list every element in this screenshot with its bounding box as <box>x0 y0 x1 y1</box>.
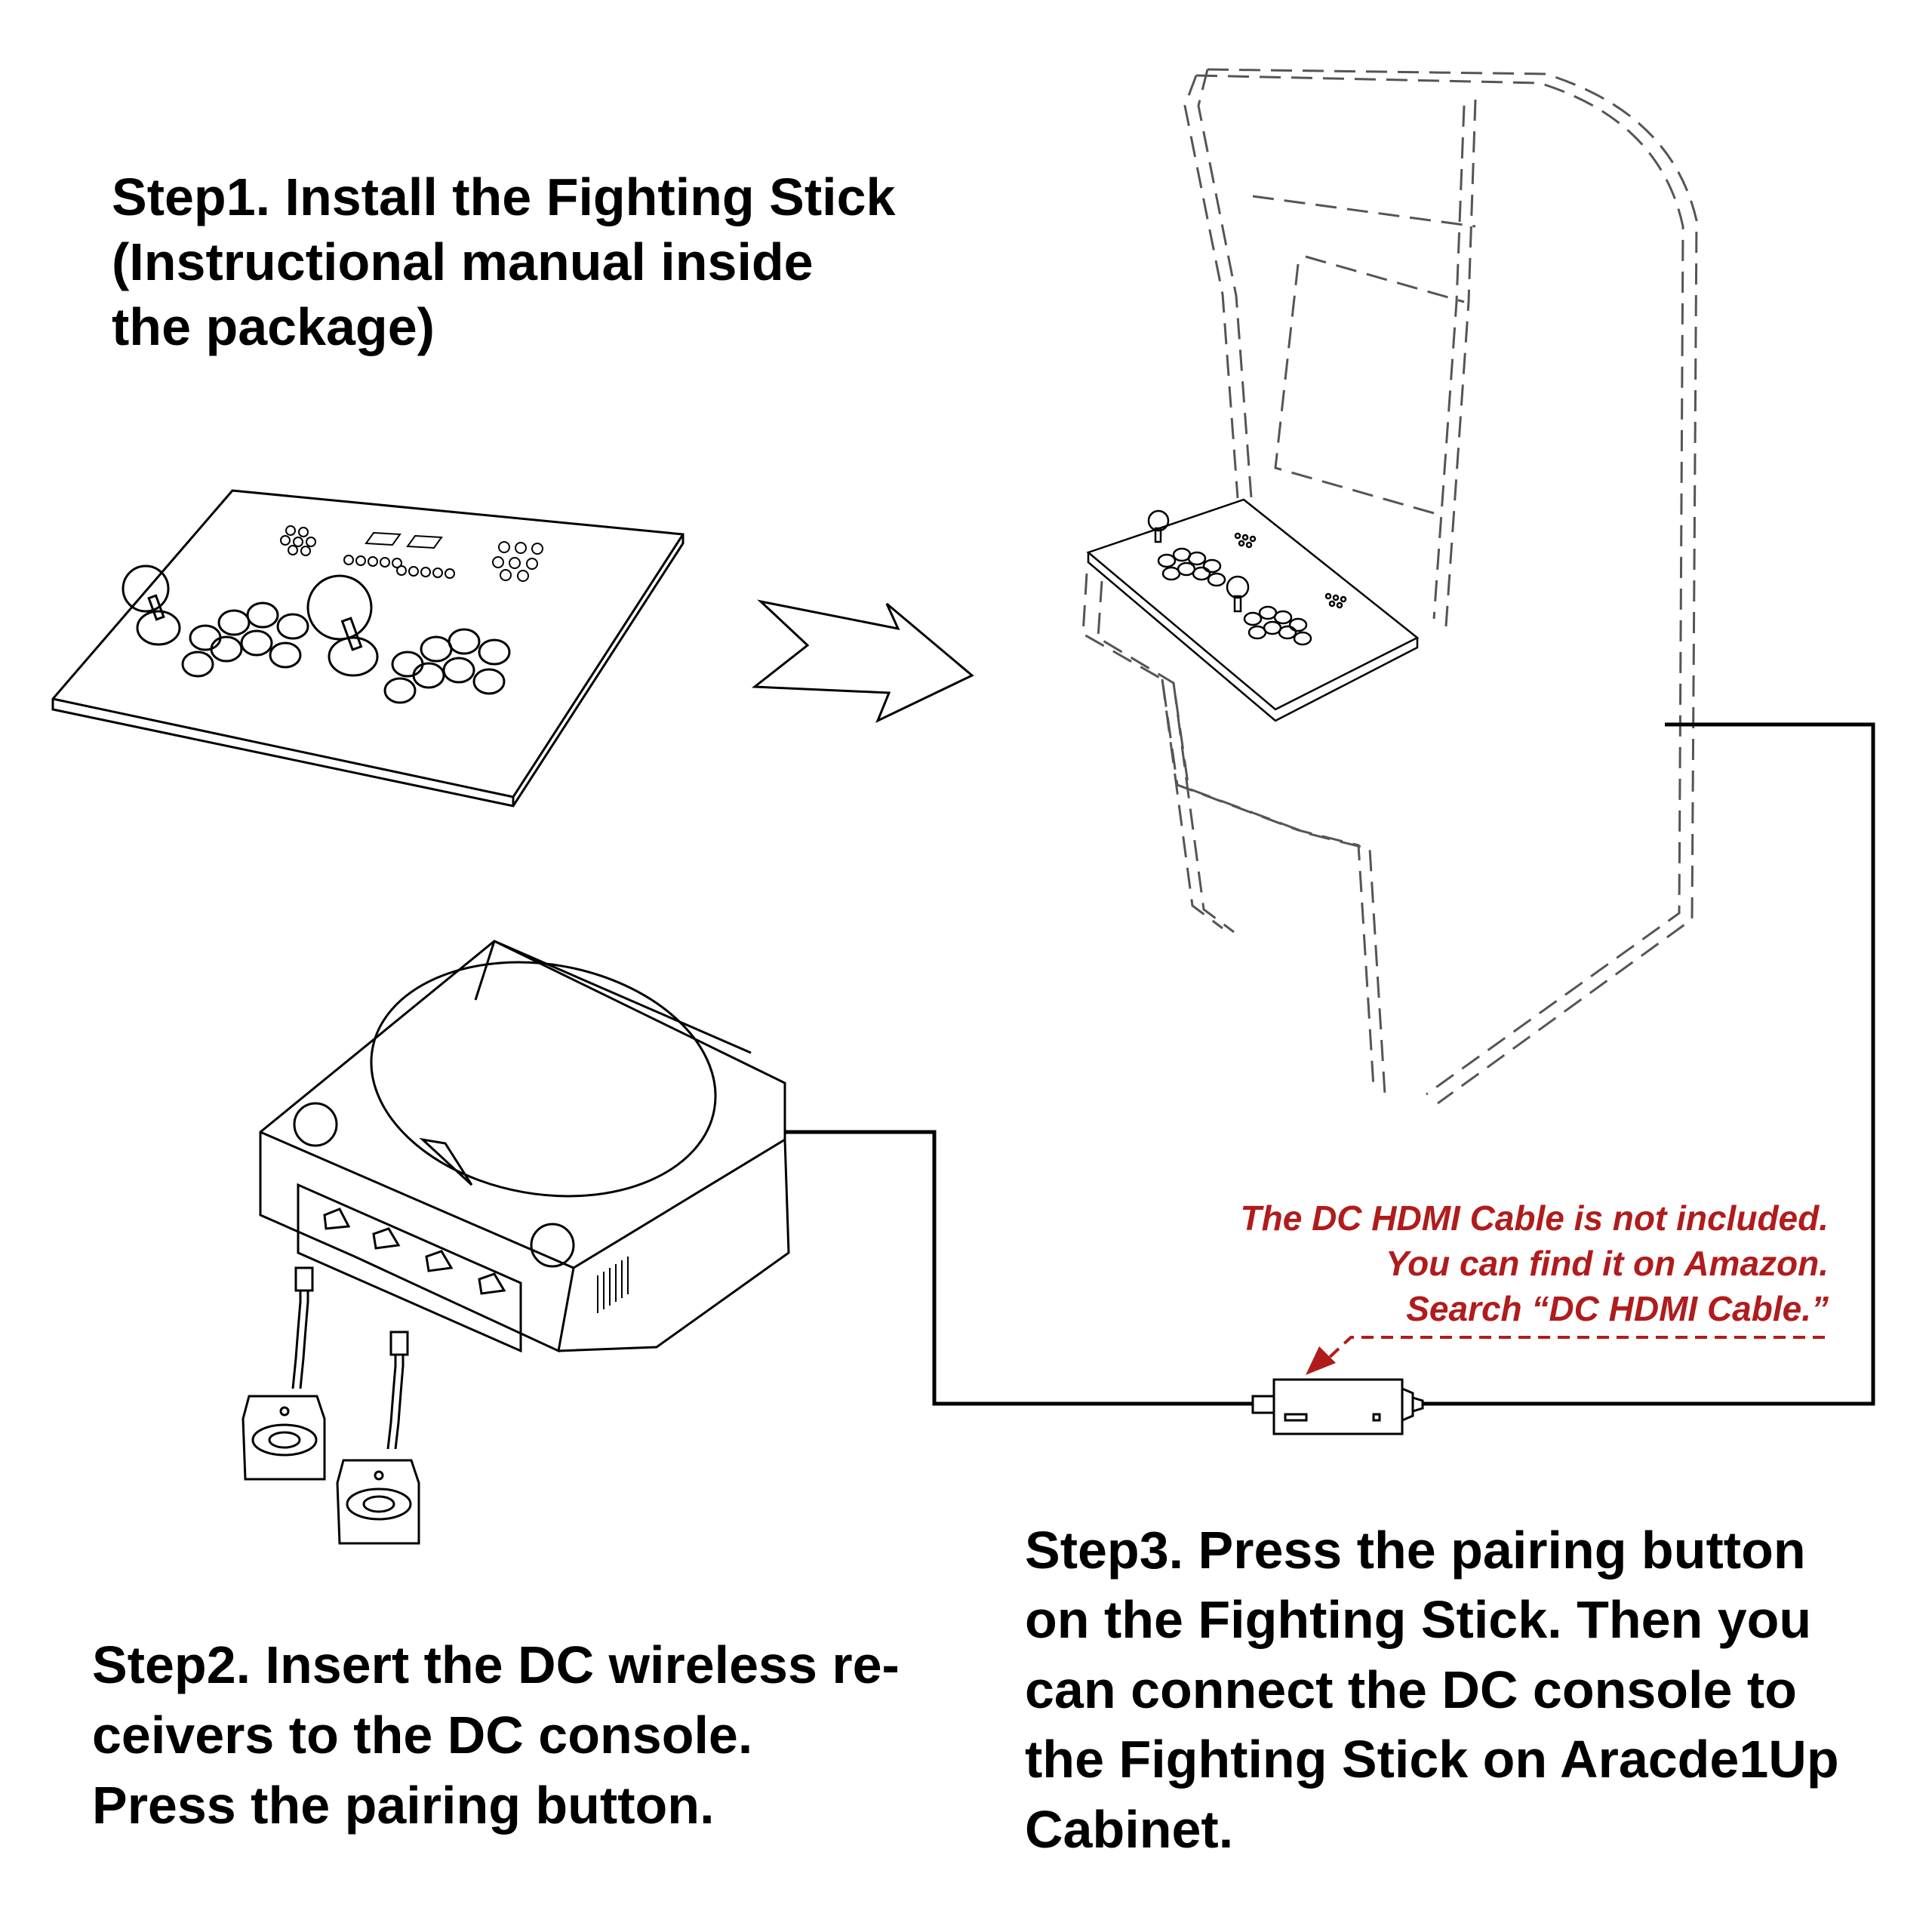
note-leader <box>1306 1336 1825 1375</box>
wireless-receiver-icon <box>242 1266 420 1545</box>
cabinet-control-panel <box>1086 498 1420 722</box>
arrow-right-icon <box>751 599 974 724</box>
fighting-stick-icon <box>51 489 685 808</box>
step2-instruction: Step2. Insert the DC wireless re- ceiver… <box>92 1635 900 1835</box>
step1-instruction: Step1. Install the Fighting Stick (Instr… <box>112 168 896 357</box>
hdmi-cable-note: The DC HDMI Cable is not included. You c… <box>1240 1198 1829 1328</box>
dc-console-icon <box>259 940 790 1353</box>
step3-instruction: Step3. Press the pairing button on the F… <box>1025 1521 1839 1859</box>
hdmi-cable <box>785 722 1875 1406</box>
arcade-cabinet-icon <box>1081 68 1698 1105</box>
hdmi-adapter-icon <box>1251 1378 1424 1435</box>
